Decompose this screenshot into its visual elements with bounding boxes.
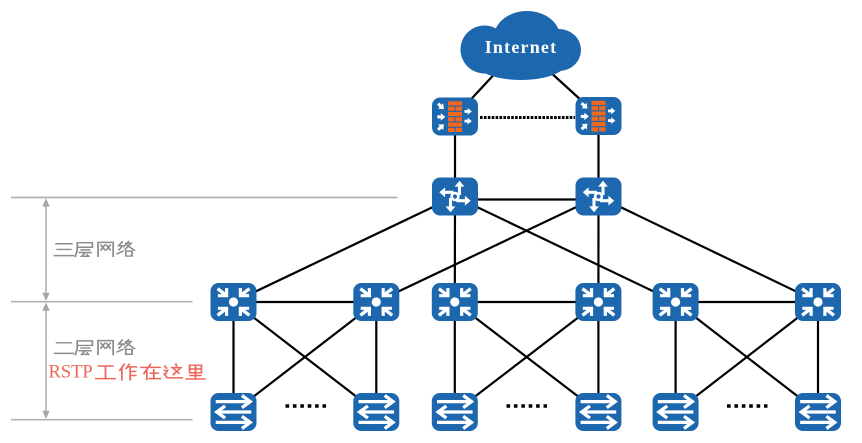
- svg-text:RSTP: RSTP: [49, 363, 93, 383]
- svg-text:Internet: Internet: [485, 37, 558, 57]
